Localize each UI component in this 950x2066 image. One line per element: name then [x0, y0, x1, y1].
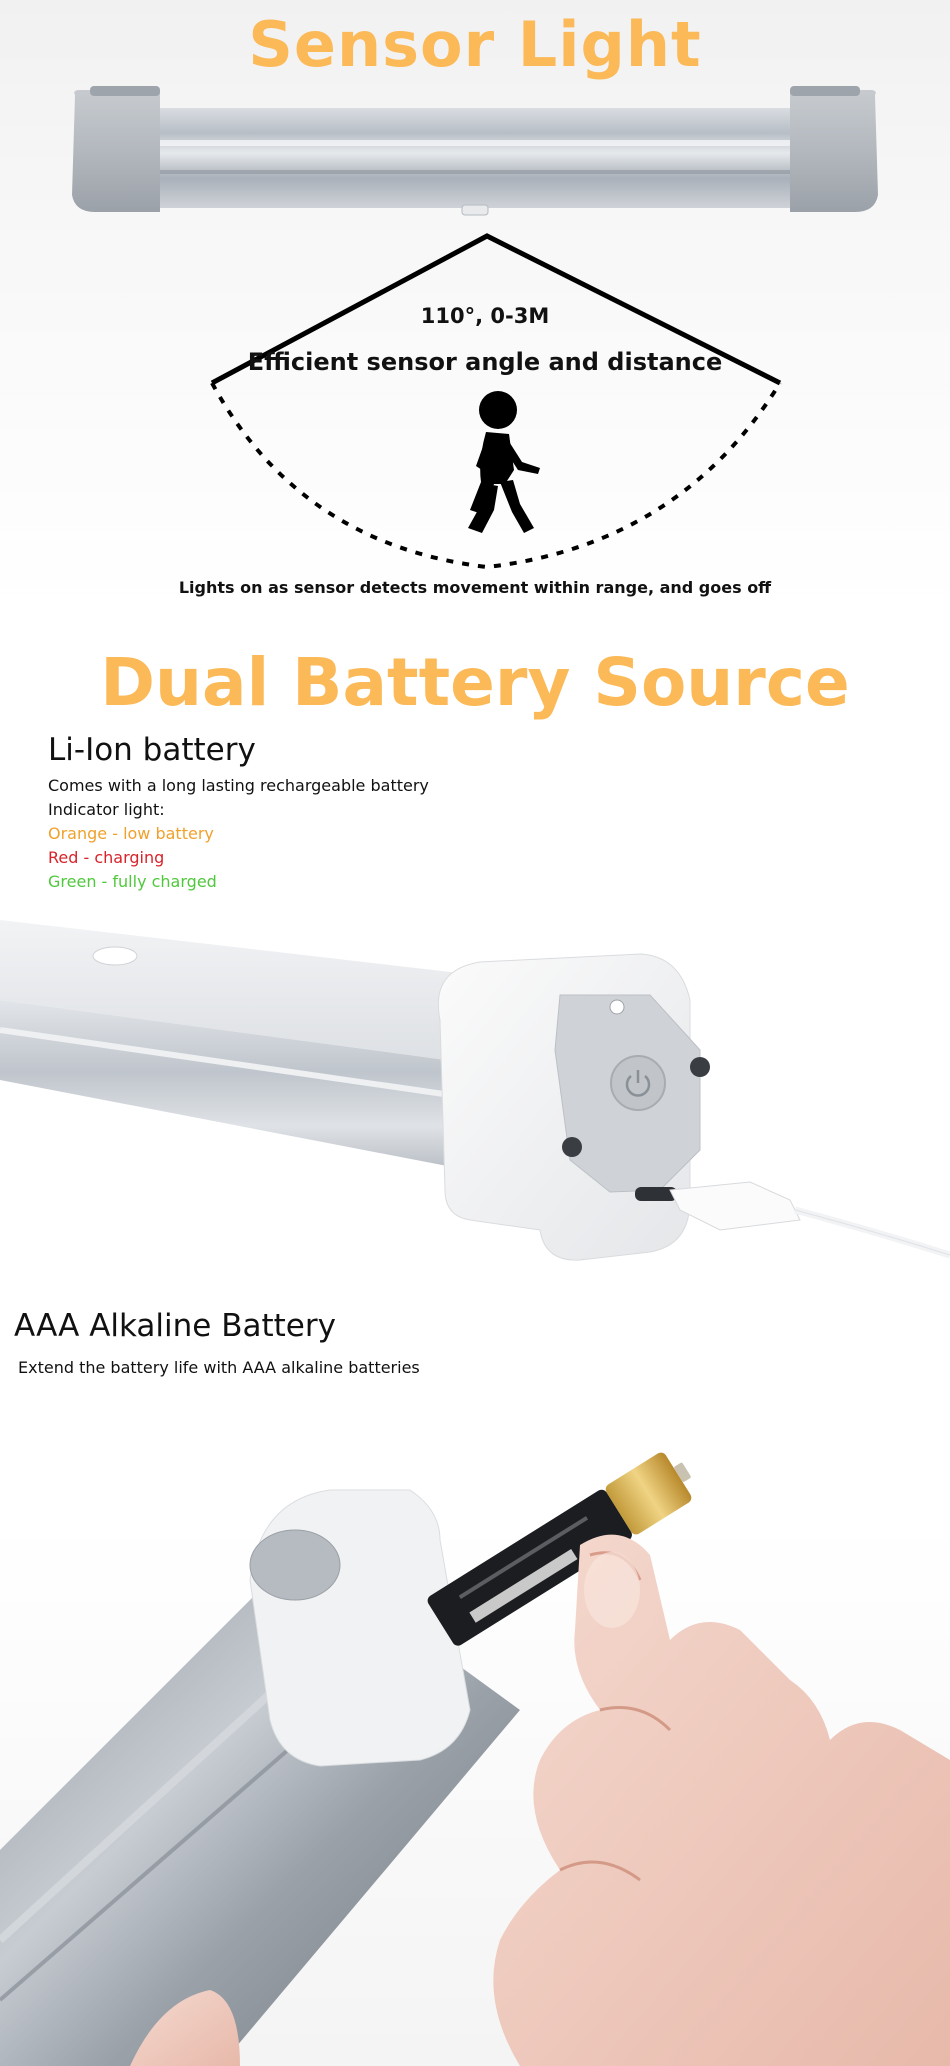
sensor-detection-range	[210, 233, 782, 570]
sensor-illustration	[72, 86, 878, 570]
walking-person-icon	[468, 391, 540, 533]
hand-holding-battery	[130, 1534, 950, 2066]
sensor-angle-distance: 110°, 0-3M	[420, 304, 550, 328]
dual-battery-section: Dual Battery Source Li-Ion battery Comes…	[0, 610, 950, 1290]
power-icon	[610, 1055, 666, 1111]
aaa-description: Extend the battery life with AAA alkalin…	[18, 1358, 420, 1377]
liion-product-photo	[0, 920, 950, 1261]
usb-cable-icon	[669, 1181, 950, 1259]
indicator-red: Red - charging	[48, 848, 165, 867]
aaa-title: AAA Alkaline Battery	[14, 1308, 336, 1344]
sensor-light-bar	[72, 86, 878, 216]
liion-title: Li-Ion battery	[48, 732, 256, 768]
sensor-light-title: Sensor Light	[248, 8, 702, 81]
indicator-orange: Orange - low battery	[48, 824, 214, 843]
indicator-label: Indicator light:	[48, 800, 165, 819]
sensor-caption: Lights on as sensor detects movement wit…	[178, 578, 772, 597]
sensor-light-section: Sensor Light	[0, 0, 950, 610]
liion-description: Comes with a long lasting rechargeable b…	[48, 776, 429, 795]
dual-battery-title: Dual Battery Source	[100, 644, 850, 721]
aaa-product-photo	[0, 1452, 950, 2066]
aaa-battery-section: AAA Alkaline Battery Extend the battery …	[0, 1290, 950, 2066]
sensor-efficiency-label: Efficient sensor angle and distance	[247, 348, 723, 376]
indicator-green: Green - fully charged	[48, 872, 217, 891]
